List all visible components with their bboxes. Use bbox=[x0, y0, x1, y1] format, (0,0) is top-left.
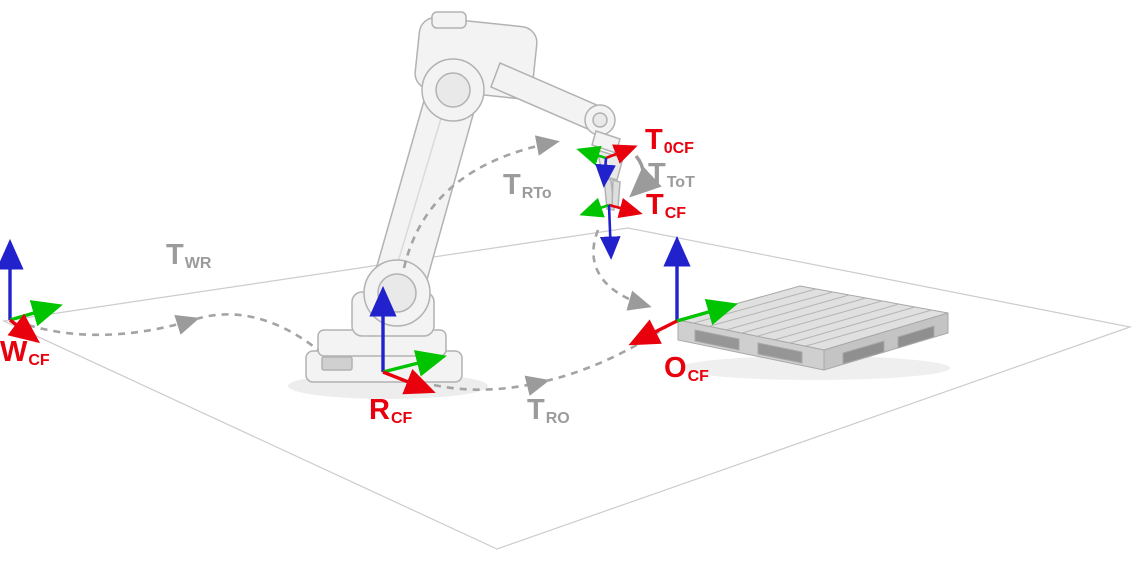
label-text: T bbox=[527, 394, 545, 426]
label-subscript: WR bbox=[184, 255, 212, 272]
world-x-axis-arrow bbox=[7, 313, 41, 344]
t-ro-curve bbox=[433, 375, 550, 396]
tool-y-axis-arrow bbox=[579, 197, 610, 218]
t-tot-arrow bbox=[629, 154, 662, 198]
tool-z-axis-arrow bbox=[599, 204, 621, 260]
label-text: R bbox=[369, 394, 390, 426]
label-subscript: RO bbox=[545, 410, 570, 427]
label-subscript: CF bbox=[664, 205, 687, 222]
label-text: T bbox=[503, 169, 521, 201]
tool-x-axis-arrow bbox=[608, 197, 643, 219]
label-subscript: CF bbox=[390, 410, 413, 427]
tool-zero-x-axis-arrow bbox=[605, 144, 638, 164]
label-tool-zero-frame: T0CF bbox=[645, 124, 694, 157]
label-text: T bbox=[648, 158, 666, 190]
label-tool-frame: TCF bbox=[646, 189, 687, 222]
label-text: W bbox=[0, 336, 28, 368]
label-robot-frame: RCF bbox=[369, 394, 413, 427]
tool-zero-y-axis-arrow bbox=[576, 145, 607, 166]
robot-frame-axes bbox=[369, 285, 447, 395]
label-object-frame: OCF bbox=[664, 352, 709, 385]
label-subscript: CF bbox=[687, 368, 709, 385]
label-subscript: 0CF bbox=[663, 140, 694, 157]
label-text: O bbox=[664, 352, 687, 384]
label-subscript: RTo bbox=[521, 185, 552, 202]
robot-y-axis-arrow bbox=[382, 350, 447, 377]
label-transform-robot-object: TRO bbox=[527, 394, 570, 427]
object-frame-axes bbox=[628, 235, 738, 346]
label-text: T bbox=[646, 189, 664, 221]
label-transform-tool-offset: TToT bbox=[648, 158, 695, 191]
tool-frame-axes bbox=[579, 197, 643, 260]
label-text: T bbox=[166, 239, 184, 271]
robot-x-axis-arrow bbox=[382, 368, 436, 395]
pallet bbox=[677, 285, 949, 371]
tool-to-object-curve bbox=[592, 229, 652, 311]
tool-zero-frame-axes bbox=[576, 144, 638, 188]
label-subscript: CF bbox=[28, 352, 50, 369]
object-y-axis-arrow bbox=[676, 298, 738, 326]
label-subscript: ToT bbox=[666, 174, 695, 191]
object-x-axis-arrow bbox=[628, 319, 678, 346]
label-world-frame: WCF bbox=[0, 336, 50, 369]
world-frame-axes bbox=[0, 238, 63, 344]
label-transform-world-robot: TWR bbox=[166, 239, 212, 272]
label-transform-robot-tool: TRTo bbox=[503, 169, 552, 202]
label-text: T bbox=[645, 124, 663, 156]
tool-zero-z-axis-arrow bbox=[595, 157, 616, 188]
t-wr-curve-tail bbox=[195, 313, 319, 352]
ground-plane bbox=[1, 227, 1133, 550]
